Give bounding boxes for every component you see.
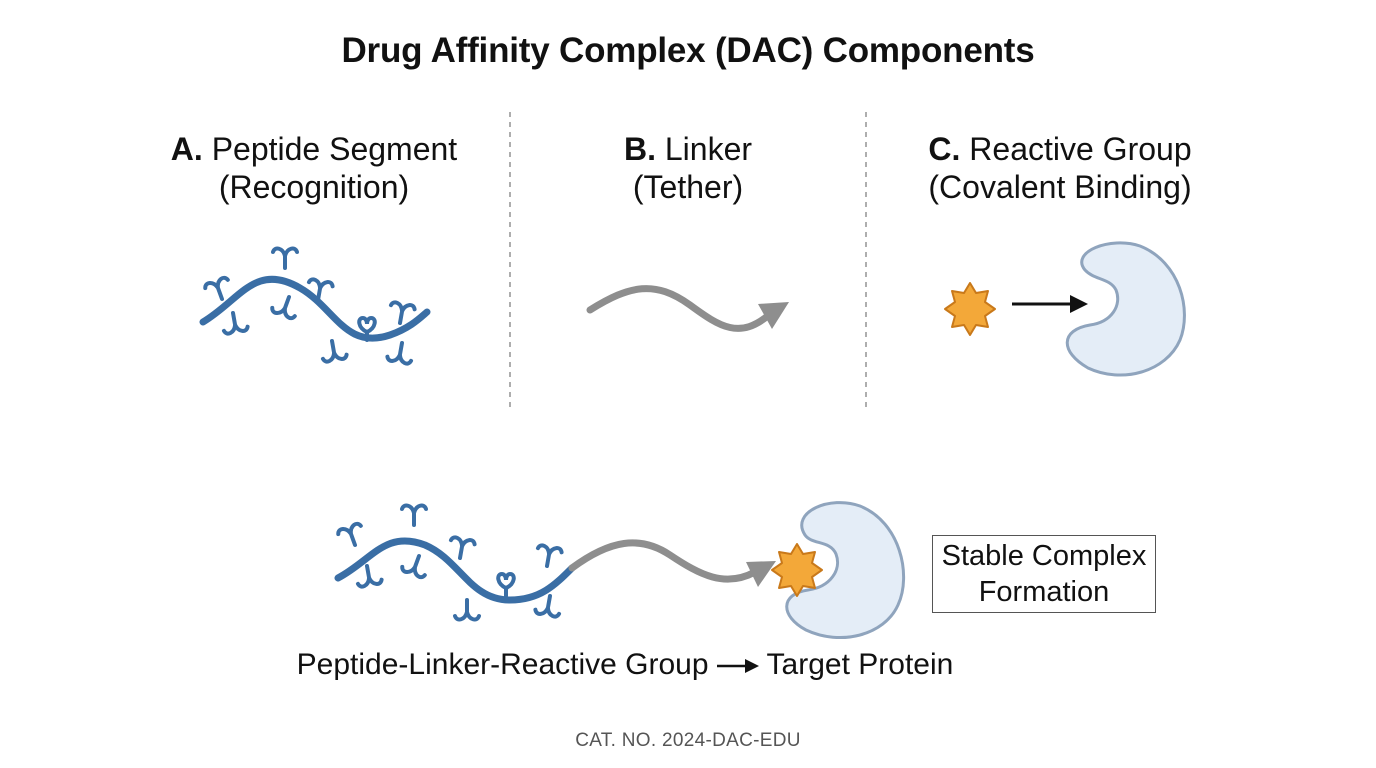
panel-c-role: (Covalent Binding) <box>928 169 1192 205</box>
stable-complex-box: Stable Complex Formation <box>932 535 1156 613</box>
reactive-group-star-icon <box>944 282 996 336</box>
assembled-peptide-icon <box>334 503 576 622</box>
result-line-1: Stable Complex <box>941 540 1147 572</box>
panel-a-heading: A. Peptide Segment (Recognition) <box>104 130 524 206</box>
caption-right: Target Protein <box>766 648 954 681</box>
catalog-number: CAT. NO. 2024-DAC-EDU <box>575 730 801 751</box>
assembly-caption: Peptide-Linker-Reactive Group Target Prot… <box>250 648 1000 682</box>
caption-left: Peptide-Linker-Reactive Group <box>296 648 709 681</box>
panel-a-letter: A. <box>170 131 203 167</box>
panel-b-heading: B. Linker (Tether) <box>478 130 898 206</box>
panel-c-heading: C. Reactive Group (Covalent Binding) <box>850 130 1270 206</box>
panel-c-letter: C. <box>928 131 961 167</box>
panel-a-role: (Recognition) <box>218 169 410 205</box>
panel-b-name: Linker <box>664 131 753 167</box>
assembled-reactive-star-icon <box>771 543 823 597</box>
panel-b-role: (Tether) <box>632 169 744 205</box>
result-line-2: Formation <box>978 576 1110 608</box>
binding-arrow-icon <box>1012 295 1088 313</box>
page-title: Drug Affinity Complex (DAC) Components <box>341 31 1035 70</box>
target-protein-icon <box>1065 241 1186 377</box>
peptide-chain-icon <box>199 246 431 367</box>
panel-c-name: Reactive Group <box>969 131 1192 167</box>
caption-arrow-icon <box>716 659 759 674</box>
assembled-linker-icon <box>568 539 776 587</box>
panel-a-name: Peptide Segment <box>211 131 458 167</box>
assembled-protein-icon <box>785 501 906 639</box>
panel-b-letter: B. <box>623 131 656 167</box>
linker-icon <box>586 285 789 332</box>
